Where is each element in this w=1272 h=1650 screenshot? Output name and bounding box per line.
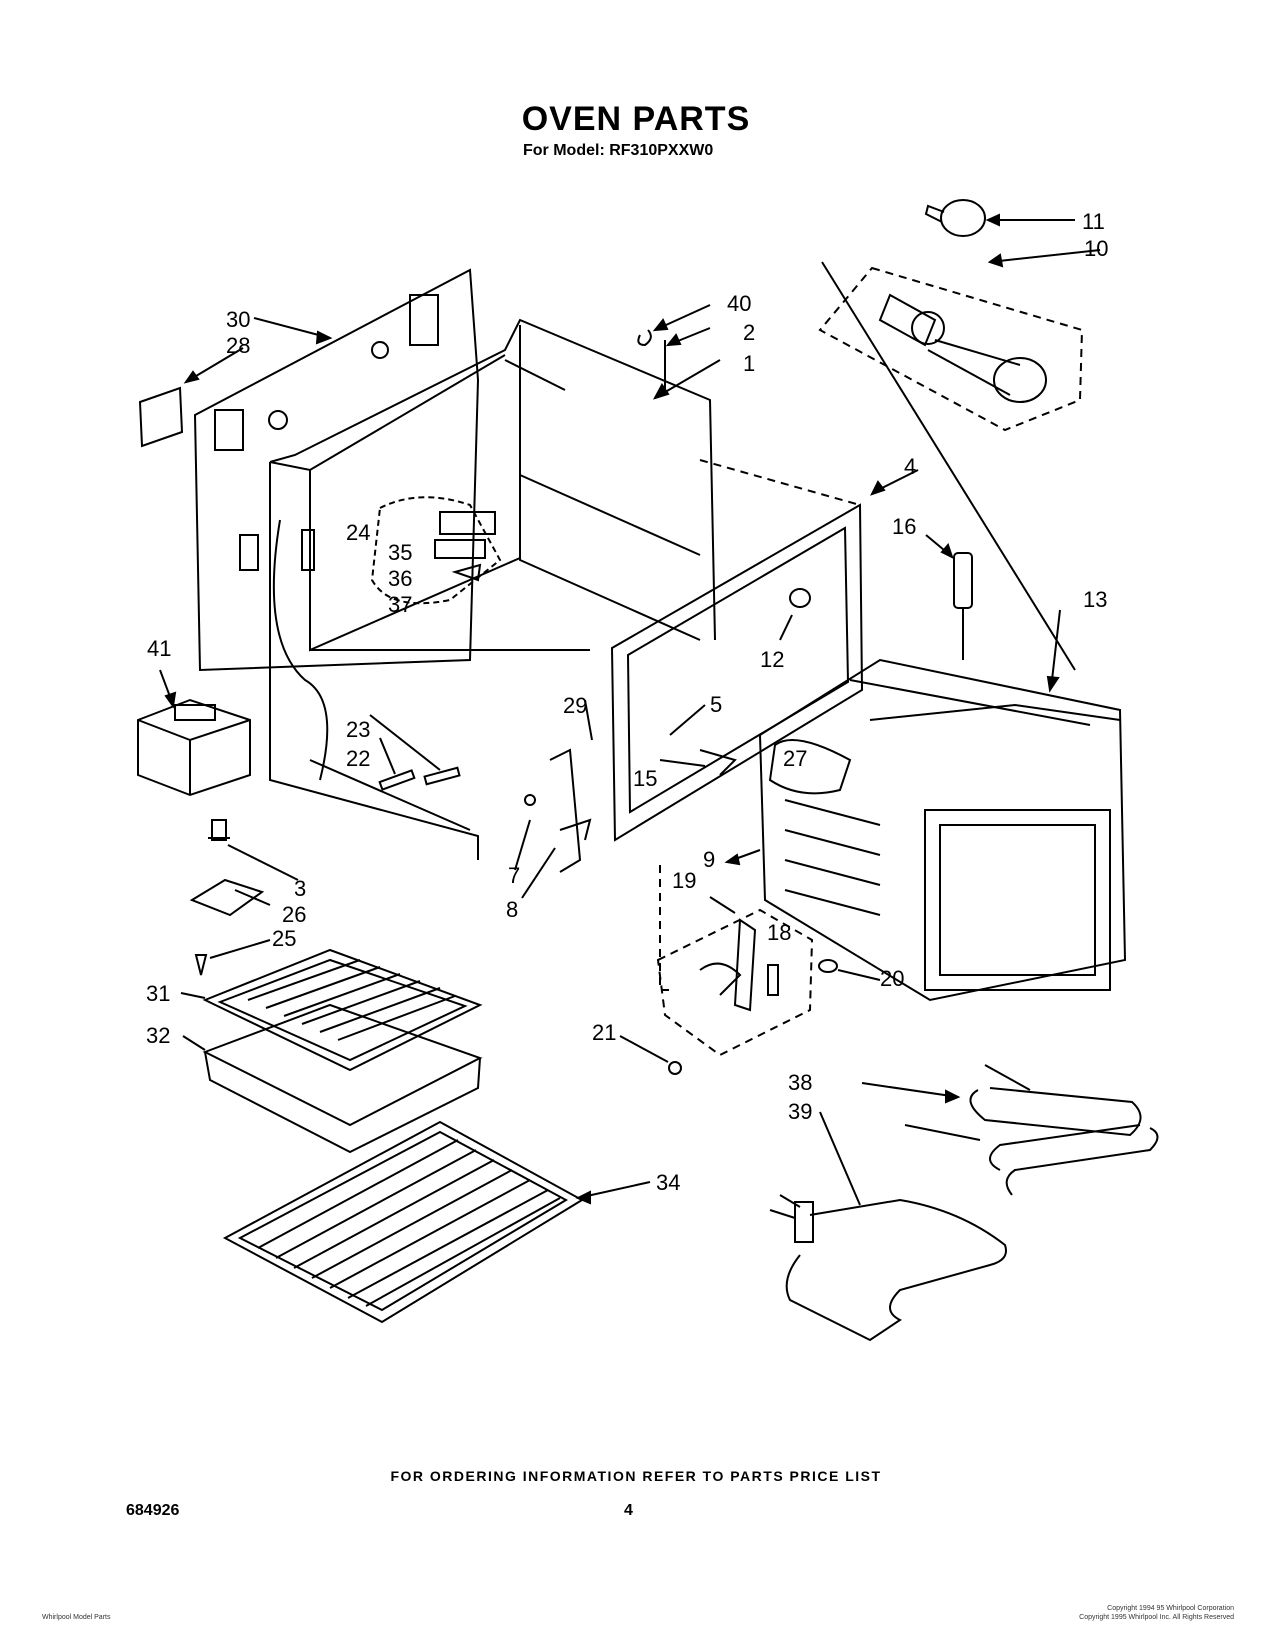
callout-35: 35 [388, 540, 412, 565]
part-22-23-wiring [369, 714, 461, 791]
part-24-element [272, 519, 329, 781]
model-subtitle: For Model: RF310PXXW0 [523, 142, 714, 159]
part-11-light-bulb [924, 199, 1075, 237]
callout-21: 21 [592, 1020, 616, 1045]
part-29-5-15-brackets [549, 699, 737, 873]
callout-13: 13 [1083, 587, 1107, 612]
part-13-oven-liner [758, 609, 1127, 1002]
callout-22: 22 [346, 746, 370, 771]
copyright-line-2: Copyright 1995 Whirlpool Inc. All Rights… [1079, 1614, 1234, 1621]
callout-30: 30 [226, 307, 250, 332]
callout-23: 23 [346, 717, 370, 742]
callout-7: 7 [508, 863, 520, 888]
part-34-oven-rack [222, 1120, 651, 1324]
callout-41: 41 [147, 636, 171, 661]
callout-15: 15 [633, 766, 657, 791]
part-10-lamp-assembly [818, 249, 1101, 671]
callout-32: 32 [146, 1023, 170, 1048]
callout-11: 11 [1082, 209, 1105, 234]
part-12-knob [779, 588, 811, 641]
callout-29: 29 [563, 693, 587, 718]
callout-9: 9 [703, 847, 715, 872]
copyright-line-1: Copyright 1994 95 Whirlpool Corporation [1107, 1605, 1234, 1612]
callout-40: 40 [727, 291, 751, 316]
callout-27: 27 [783, 746, 807, 771]
callout-20: 20 [880, 966, 904, 991]
callout-18: 18 [767, 920, 791, 945]
callout-10: 10 [1084, 236, 1108, 261]
part-38-broil-element [861, 1064, 1159, 1196]
callout-25: 25 [272, 926, 296, 951]
callout-2: 2 [743, 320, 755, 345]
callout-1: 1 [743, 351, 755, 376]
part-30-back-panel [138, 268, 480, 672]
part-3-26-25-hardware [189, 819, 299, 976]
callout-36: 36 [388, 566, 412, 591]
footer-small-left: Whirlpool Model Parts [42, 1614, 111, 1621]
callout-3: 3 [294, 876, 306, 901]
callout-5: 5 [710, 692, 722, 717]
footer-copyright: Copyright 1994 95 Whirlpool Corporation … [1079, 1604, 1234, 1622]
callout-39: 39 [788, 1099, 812, 1124]
part-31-broiler-grid [180, 948, 483, 1072]
callout-34: 34 [656, 1170, 680, 1195]
part-27-bracket [768, 739, 852, 795]
callout-19: 19 [672, 868, 696, 893]
part-39-bake-element [769, 1111, 1007, 1342]
callout-24: 24 [346, 520, 370, 545]
callout-16: 16 [892, 514, 916, 539]
callout-8: 8 [506, 897, 518, 922]
part-32-broiler-pan [182, 1003, 483, 1154]
callout-28: 28 [226, 333, 250, 358]
part-7-8-fasteners [514, 794, 592, 899]
part-4-front-frame [610, 459, 919, 842]
callout-31: 31 [146, 981, 170, 1006]
part-16-sensor [925, 534, 973, 660]
callout-26: 26 [282, 902, 306, 927]
part-41-box [137, 669, 251, 797]
callout-38: 38 [788, 1070, 812, 1095]
part-9-19-latch-assembly [619, 849, 881, 1075]
page-title: OVEN PARTS [521, 100, 751, 138]
part-40-clip [637, 304, 711, 347]
document-number: 684926 [126, 1502, 180, 1519]
part-2-screw [664, 327, 711, 395]
part-35-37-controls [370, 496, 502, 605]
callout-4: 4 [904, 454, 916, 479]
page-number: 4 [624, 1502, 633, 1519]
ordering-info-note: FOR ORDERING INFORMATION REFER TO PARTS … [390, 1468, 882, 1484]
callout-12: 12 [760, 647, 784, 672]
callout-37: 37 [388, 592, 412, 617]
